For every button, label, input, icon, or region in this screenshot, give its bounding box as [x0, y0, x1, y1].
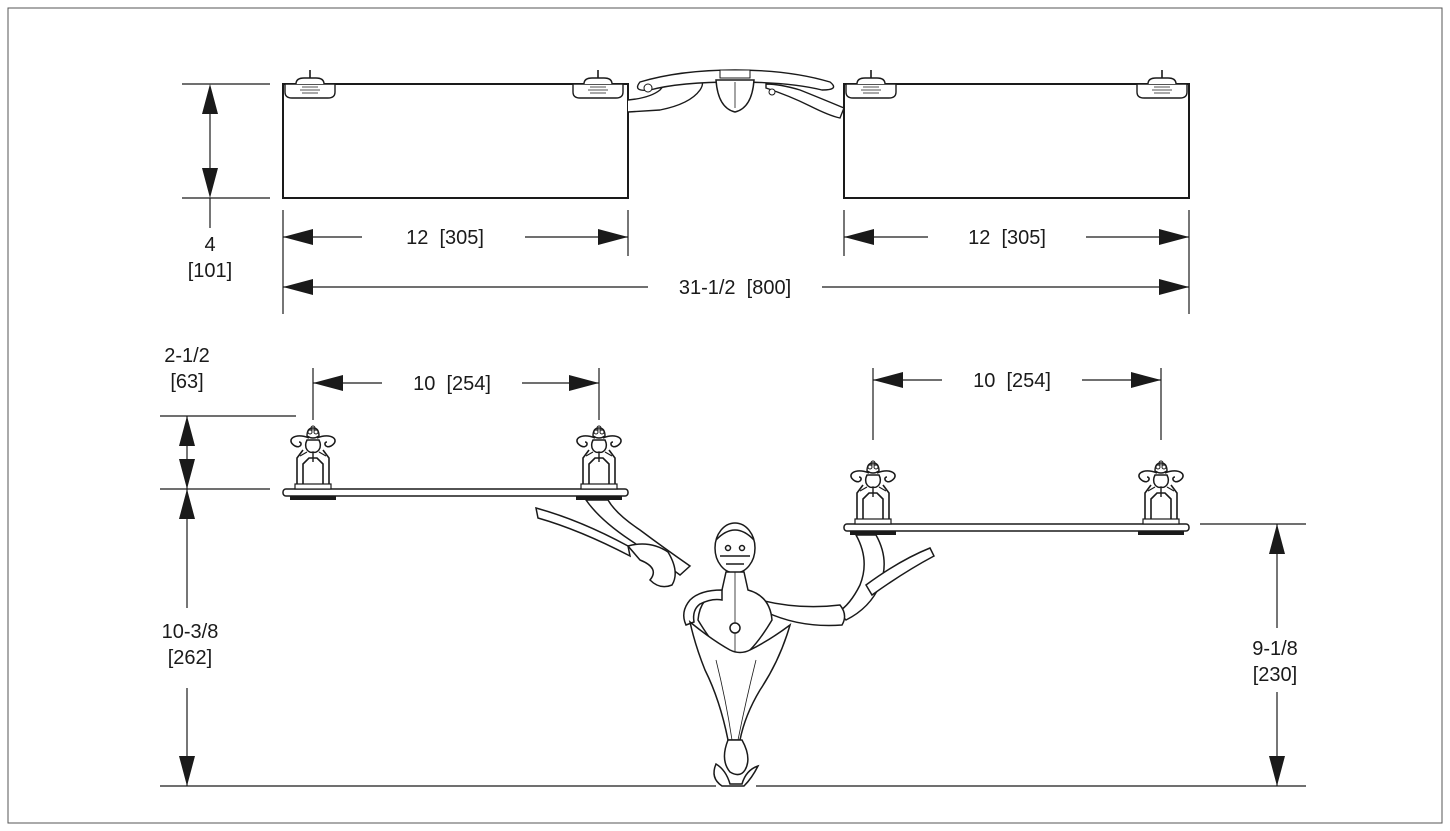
bracket-finial-icon [1138, 460, 1184, 525]
dim-right-shelf-length: 12 [305] [968, 227, 1046, 249]
clip-icon [845, 69, 897, 99]
dim-bracket-height-inch: 2-1/2 [164, 345, 210, 367]
mermaid-top-view-icon [627, 69, 845, 119]
bracket-finial-icon [850, 460, 896, 525]
clip-icon [572, 69, 624, 99]
dim-bracket-height-mm: [63] [170, 371, 203, 393]
right-shelf-front [843, 523, 1190, 532]
dim-overall-width: 31-1/2 [800] [679, 277, 791, 299]
top-view: 4 [101] 12 [305] 12 [305] 31-1/2 [800] [182, 69, 1190, 314]
dim-shelf-depth-inch: 4 [204, 234, 215, 256]
dim-left-shelf-length: 12 [305] [406, 227, 484, 249]
dim-shelf-depth-mm: [101] [188, 260, 232, 282]
front-view: 10 [254] 10 [254] 2-1/2 [63] 10-3/8 [262… [160, 345, 1306, 787]
dim-left-bracket-spacing: 10 [254] [413, 373, 491, 395]
drawing-frame [7, 7, 1443, 824]
left-shelf-plan [282, 83, 629, 199]
dim-right-shelf-drop-mm: [230] [1253, 664, 1297, 686]
right-shelf-plan [843, 83, 1190, 199]
bracket-finial-icon [576, 425, 622, 490]
dim-right-bracket-spacing: 10 [254] [973, 370, 1051, 392]
clip-icon [284, 69, 336, 99]
left-shelf-front [282, 488, 629, 497]
dim-right-shelf-drop-inch: 9-1/8 [1252, 638, 1298, 660]
mermaid-figure-icon [535, 499, 935, 787]
dim-left-shelf-drop-inch: 10-3/8 [162, 621, 219, 643]
clip-icon [1136, 69, 1188, 99]
bracket-finial-icon [290, 425, 336, 490]
dim-left-shelf-drop-mm: [262] [168, 647, 212, 669]
